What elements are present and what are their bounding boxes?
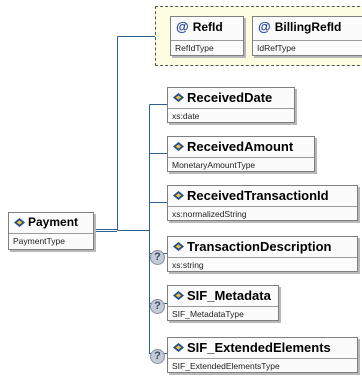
divider — [171, 40, 243, 41]
element-diamond-icon — [14, 217, 25, 227]
attribute-name: RefId — [192, 19, 223, 34]
divider — [168, 206, 357, 207]
divider — [168, 306, 278, 307]
divider — [168, 108, 294, 109]
attribute-billingrefid[interactable]: @ BillingRefId IdRefType — [252, 16, 362, 56]
attribute-group: @ RefId RefIdType @ BillingRefId IdRefTy… — [155, 6, 362, 66]
attribute-name: BillingRefId — [274, 19, 342, 34]
root-element-type: PaymentType — [13, 236, 65, 246]
attribute-icon: @ — [176, 19, 189, 34]
element-type: xs:normalizedString — [172, 209, 247, 219]
element-name: ReceivedDate — [187, 90, 273, 105]
element-type: xs:string — [172, 260, 204, 270]
divider — [9, 233, 93, 234]
divider — [168, 157, 314, 158]
element-sif-extendedelements[interactable]: SIF_ExtendedElements SIF_ExtendedElement… — [167, 337, 358, 373]
optional-question-icon: ? — [150, 250, 165, 265]
attribute-type: RefIdType — [175, 43, 214, 53]
divider — [168, 358, 357, 359]
element-type: SIF_MetadataType — [172, 309, 244, 319]
element-receiveddate[interactable]: ReceivedDate xs:date — [167, 87, 295, 123]
root-element-name: Payment — [28, 215, 79, 229]
element-name: SIF_ExtendedElements — [187, 340, 331, 355]
optional-question-icon: ? — [150, 349, 165, 364]
element-type: SIF_ExtendedElementsType — [172, 361, 280, 371]
element-diamond-icon — [173, 291, 184, 300]
element-diamond-icon — [173, 343, 184, 352]
root-element-payment[interactable]: Payment PaymentType — [8, 212, 94, 250]
attribute-type: IdRefType — [257, 43, 296, 53]
divider — [168, 257, 357, 258]
element-type: MonetaryAmountType — [172, 160, 256, 170]
element-sif-metadata[interactable]: SIF_Metadata SIF_MetadataType — [167, 285, 279, 321]
element-name: SIF_Metadata — [187, 288, 271, 303]
attribute-refid[interactable]: @ RefId RefIdType — [170, 16, 244, 56]
element-diamond-icon — [173, 142, 184, 151]
element-receivedtransactionid[interactable]: ReceivedTransactionId xs:normalizedStrin… — [167, 185, 358, 221]
element-name: ReceivedTransactionId — [187, 188, 329, 203]
element-name: TransactionDescription — [187, 239, 332, 254]
divider — [253, 40, 362, 41]
optional-question-icon: ? — [150, 299, 165, 314]
element-transactiondescription[interactable]: TransactionDescription xs:string — [167, 236, 358, 272]
element-diamond-icon — [173, 242, 184, 251]
attribute-icon: @ — [258, 19, 271, 34]
element-receivedamount[interactable]: ReceivedAmount MonetaryAmountType — [167, 136, 315, 172]
element-name: ReceivedAmount — [187, 139, 294, 154]
element-type: xs:date — [172, 111, 200, 121]
element-diamond-icon — [173, 93, 184, 102]
element-diamond-icon — [173, 191, 184, 200]
